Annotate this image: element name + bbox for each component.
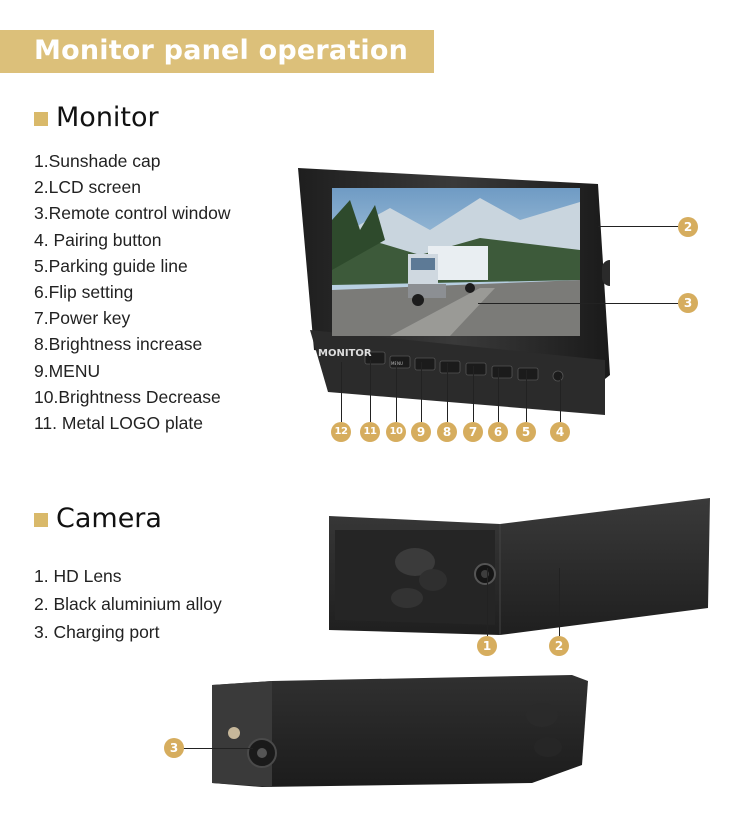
camera-part-item: 3. Charging port	[34, 622, 160, 642]
callout-marker: 4	[550, 422, 570, 442]
camera-rear-illustration	[212, 675, 588, 787]
bracket-knob	[602, 260, 610, 286]
callout-marker: 7	[463, 422, 483, 442]
callout-marker: 12	[331, 422, 351, 442]
leader-line	[396, 360, 397, 422]
leader-line	[559, 568, 560, 636]
monitor-part-item: 11. Metal LOGO plate	[34, 412, 203, 433]
monitor-part-item: 3.Remote control window	[34, 203, 231, 224]
callout-marker: 2	[678, 217, 698, 237]
monitor-part-item: 5.Parking guide line	[34, 255, 188, 276]
monitor-part-item: 9.MENU	[34, 360, 101, 381]
monitor-illustration: MONITOR MENU	[298, 168, 610, 415]
callout-marker: 11	[360, 422, 380, 442]
camera-section-marker	[34, 513, 48, 527]
callout-marker: 1	[477, 636, 497, 656]
monitor-section-title: Monitor	[56, 102, 159, 133]
leader-line	[473, 366, 474, 422]
camera-part-item: 1. HD Lens	[34, 566, 122, 586]
callout-marker: 2	[549, 636, 569, 656]
camera-section-title: Camera	[56, 503, 162, 534]
monitor-part-item: 7.Power key	[34, 308, 131, 329]
callout-marker: 8	[437, 422, 457, 442]
leader-line	[447, 363, 448, 422]
leader-line	[498, 368, 499, 422]
callout-marker: 3	[164, 738, 184, 758]
leader-line	[478, 303, 678, 304]
bezel-logo: MONITOR	[318, 348, 372, 359]
monitor-parts-list: 1.Sunshade cap 2.LCD screen 3.Remote con…	[34, 148, 230, 436]
banner-title: Monitor panel operation	[34, 35, 409, 66]
leader-line	[560, 376, 561, 422]
monitor-part-item: 1.Sunshade cap	[34, 151, 161, 171]
control-buttons	[364, 351, 564, 382]
callout-marker: 6	[488, 422, 508, 442]
camera-parts-list: 1. HD Lens 2. Black aluminium alloy 3. C…	[34, 562, 222, 646]
leader-line	[598, 226, 678, 227]
leader-line	[526, 370, 527, 422]
callout-marker: 3	[678, 293, 698, 313]
monitor-section-marker	[34, 112, 48, 126]
callout-marker: 9	[411, 422, 431, 442]
camera-lens-housing	[395, 548, 435, 576]
monitor-part-item: 4. Pairing button	[34, 229, 162, 250]
camera-screw	[228, 727, 240, 739]
lcd-screen	[332, 188, 580, 336]
camera-part-item: 2. Black aluminium alloy	[34, 594, 222, 614]
leader-line	[183, 748, 253, 749]
leader-line	[421, 362, 422, 422]
monitor-part-item: 6.Flip setting	[34, 281, 134, 302]
header-banner	[0, 30, 434, 73]
monitor-part-item: 8.Brightness increase	[34, 334, 203, 355]
callout-marker: 5	[516, 422, 536, 442]
monitor-part-item: 10.Brightness Decrease	[34, 386, 221, 407]
leader-line	[370, 360, 371, 422]
leader-line	[341, 362, 342, 422]
monitor-part-item: 2.LCD screen	[34, 177, 141, 198]
callout-marker: 10	[386, 422, 406, 442]
camera-front-illustration	[329, 498, 710, 635]
camera-body	[212, 675, 588, 787]
leader-line	[487, 568, 488, 636]
